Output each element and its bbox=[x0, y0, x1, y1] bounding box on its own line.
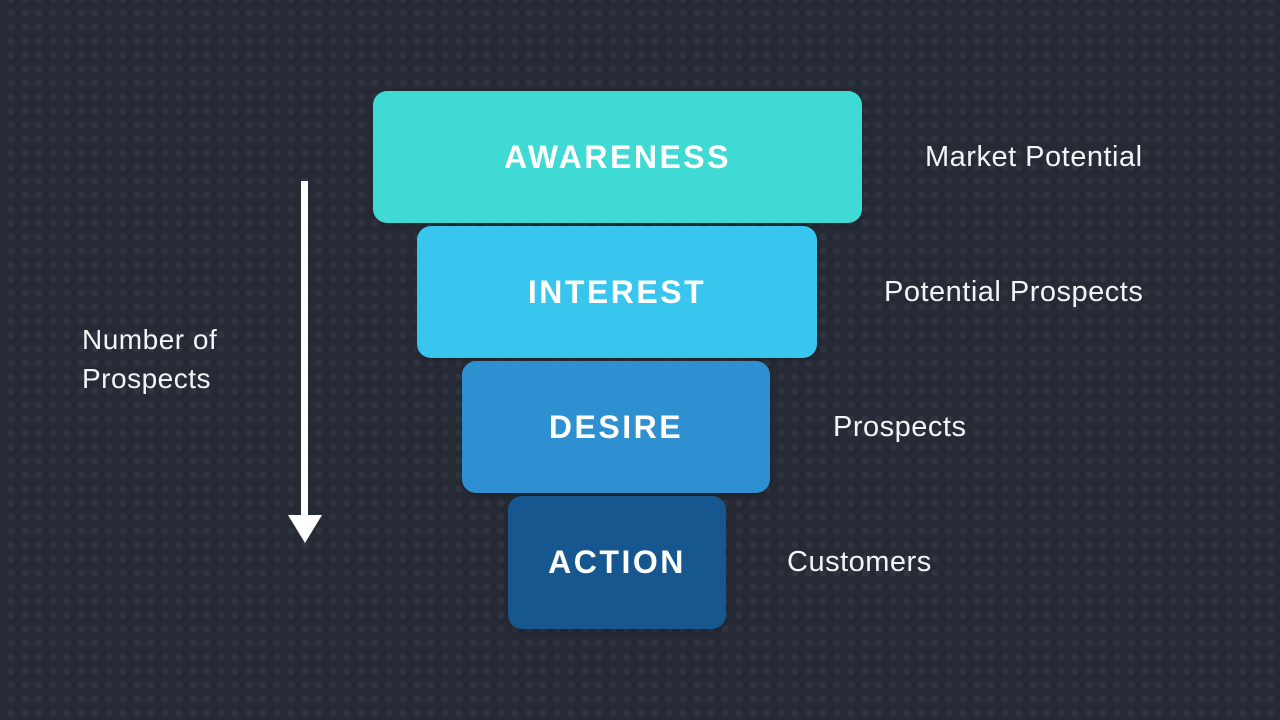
down-arrow-line bbox=[301, 181, 308, 517]
funnel-stage-interest: INTEREST bbox=[417, 226, 817, 358]
funnel-stage-desire: DESIRE bbox=[462, 361, 770, 493]
funnel-stage-desire-label: DESIRE bbox=[548, 408, 684, 445]
axis-label-number-of-prospects: Number of Prospects bbox=[82, 324, 218, 394]
annotation-potential-prospects: Potential Prospects bbox=[884, 275, 1144, 308]
annotation-customers: Customers bbox=[787, 546, 932, 578]
down-arrow-head-icon bbox=[288, 515, 322, 543]
funnel-stage-awareness-label: AWARENESS bbox=[504, 138, 731, 175]
funnel-stage-awareness: AWARENESS bbox=[373, 91, 862, 223]
funnel-stage-action-label: ACTION bbox=[548, 544, 686, 580]
funnel-stage-interest-label: INTEREST bbox=[527, 273, 707, 310]
funnel-stage-action: ACTION bbox=[508, 496, 726, 629]
annotation-market-potential: Market Potential bbox=[925, 140, 1143, 173]
annotation-prospects: Prospects bbox=[833, 410, 967, 443]
